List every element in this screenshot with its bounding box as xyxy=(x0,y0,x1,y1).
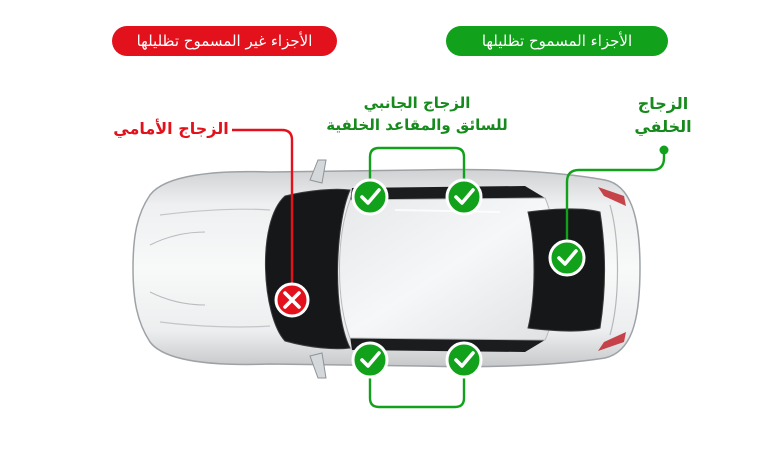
side-mirror-top xyxy=(309,159,327,184)
rear-glass-label: الزجاج الخلفي xyxy=(630,92,696,138)
hood-crease xyxy=(159,208,271,216)
not-allowed-header: الأجزاء غير المسموح تظليلها xyxy=(112,26,337,56)
check-icon xyxy=(454,351,475,368)
check-marker xyxy=(351,341,389,379)
front-connector xyxy=(232,128,294,286)
check-marker xyxy=(351,178,389,216)
hood-crease xyxy=(159,321,271,328)
tail-light-bottom xyxy=(598,332,626,351)
side-mirror-bottom xyxy=(309,352,327,379)
headlight-line xyxy=(149,231,206,246)
check-marker xyxy=(445,341,483,379)
rear-glass-label-line2: الخلفي xyxy=(634,117,692,136)
check-marker xyxy=(548,239,586,277)
check-icon xyxy=(454,188,475,205)
side-glass-label-line1: الزجاج الجانبي xyxy=(363,94,471,112)
check-icon xyxy=(360,188,381,205)
roof xyxy=(339,197,557,341)
check-marker xyxy=(445,178,483,216)
front-glass-label: الزجاج الأمامي xyxy=(113,119,229,138)
side-bottom-bracket xyxy=(368,374,466,409)
rear-glass-label-line1: الزجاج xyxy=(637,94,689,113)
x-icon xyxy=(283,291,301,309)
allowed-connectors xyxy=(368,146,666,409)
x-marker xyxy=(274,282,310,318)
trunk-line xyxy=(609,204,619,336)
rear-connector xyxy=(565,150,666,243)
front-windshield xyxy=(264,188,351,350)
check-icon xyxy=(360,351,381,368)
tail-light-top xyxy=(598,187,626,206)
side-glass-label-line2: للسائق والمقاعد الخلفية xyxy=(326,116,508,134)
side-glass-label: الزجاج الجانبي للسائق والمقاعد الخلفية xyxy=(312,92,522,136)
allowed-header: الأجزاء المسموح تظليلها xyxy=(446,26,668,56)
check-icon xyxy=(557,249,578,266)
rear-connector-dot xyxy=(659,145,669,155)
roof-highlight xyxy=(394,209,501,213)
headlight-line xyxy=(149,291,206,306)
side-top-bracket xyxy=(368,146,466,183)
